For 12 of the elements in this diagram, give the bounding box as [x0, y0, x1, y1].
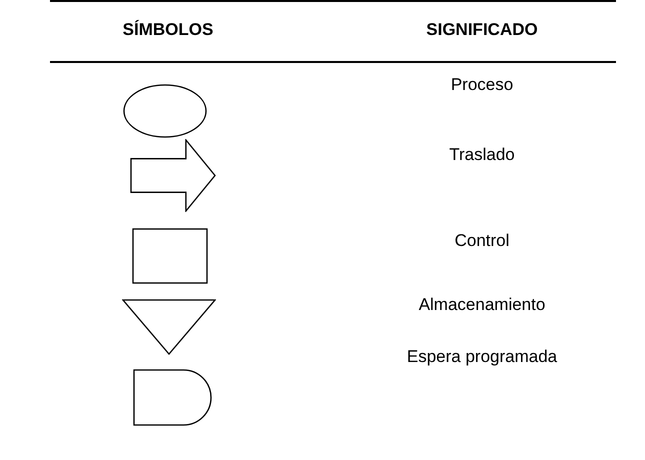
meaning-text: Traslado: [449, 145, 515, 165]
ellipse-symbol: [123, 84, 207, 138]
delay-symbol: [133, 369, 212, 426]
meaning-text: Proceso: [450, 75, 514, 95]
rectangle-symbol: [132, 228, 208, 284]
meaning-text: Almacenamiento: [418, 295, 546, 315]
column-header: SÍMBOLOS: [122, 20, 214, 40]
triangle-symbol: [122, 299, 216, 355]
column-header: SIGNIFICADO: [426, 20, 538, 40]
meaning-text: Control: [454, 231, 510, 251]
meaning-text: Espera programada: [406, 347, 558, 367]
block-arrow-symbol: [130, 139, 216, 212]
